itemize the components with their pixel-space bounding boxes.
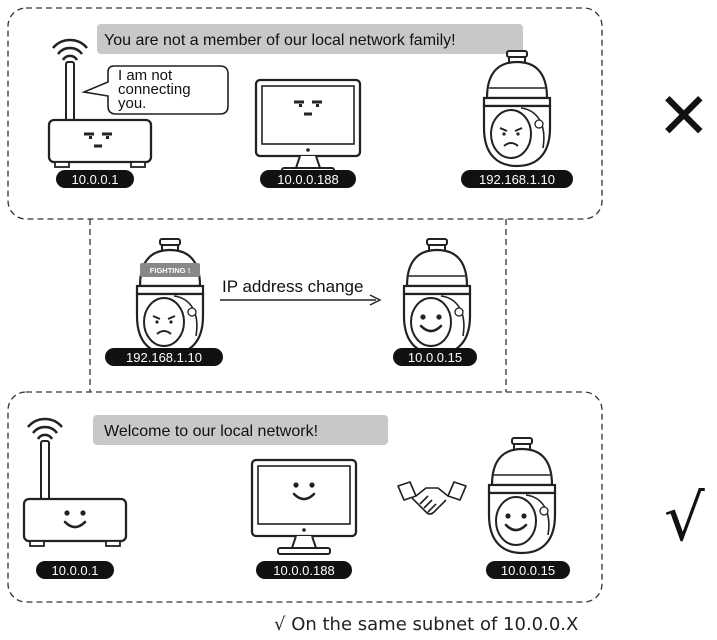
camera-bottom-icon	[487, 436, 557, 555]
old-ip-pill-bg	[105, 348, 223, 366]
router-ip-pill-bg	[56, 170, 134, 188]
camera-bottom-ip-label: 10.0.0.15	[501, 563, 555, 578]
monitor-bottom-ip-label: 10.0.0.188	[273, 563, 334, 578]
speech-line-2: connecting	[118, 81, 191, 98]
new-ip-pill-bg	[393, 348, 477, 366]
arrow-label: IP address change	[222, 277, 363, 296]
monitor-icon	[254, 78, 362, 176]
top-banner-text: You are not a member of our local networ…	[104, 32, 456, 49]
camera-ip-pill-bg	[461, 170, 573, 188]
cross-mark: ✕	[657, 80, 711, 154]
top-banner-bg	[97, 24, 523, 54]
router-ip-label: 10.0.0.1	[72, 172, 119, 187]
router-bottom-ip-pill-bg	[36, 561, 114, 579]
monitor-ip-pill-bg	[260, 170, 356, 188]
monitor-bottom-ip-pill-bg	[256, 561, 352, 579]
speech-line-1: I am not	[118, 67, 173, 84]
handshake-icon	[397, 481, 467, 515]
bottom-banner-text: Welcome to our local network!	[104, 423, 318, 440]
headband-text: FIGHTING !	[150, 266, 190, 275]
speech-bubble	[81, 65, 229, 115]
camera-bottom-ip-pill-bg	[486, 561, 570, 579]
old-ip-label: 192.168.1.10	[126, 350, 202, 365]
monitor-bottom-icon	[250, 458, 358, 556]
router-bottom-ip-label: 10.0.0.1	[52, 563, 99, 578]
speech-line-3: you.	[118, 95, 146, 112]
new-ip-label: 10.0.0.15	[408, 350, 462, 365]
camera-fighting-icon	[135, 237, 205, 356]
check-mark: √	[664, 482, 705, 556]
footer-note: √ On the same subnet of 10.0.0.X	[274, 614, 578, 635]
camera-icon	[482, 49, 552, 168]
headband	[140, 263, 200, 277]
bottom-panel-border	[7, 391, 603, 603]
monitor-ip-label: 10.0.0.188	[277, 172, 338, 187]
bottom-banner-bg	[93, 415, 388, 445]
camera-happy-icon	[402, 237, 472, 356]
arrowhead-icon	[369, 294, 382, 306]
top-panel-border	[7, 7, 603, 220]
camera-ip-label: 192.168.1.10	[479, 172, 555, 187]
